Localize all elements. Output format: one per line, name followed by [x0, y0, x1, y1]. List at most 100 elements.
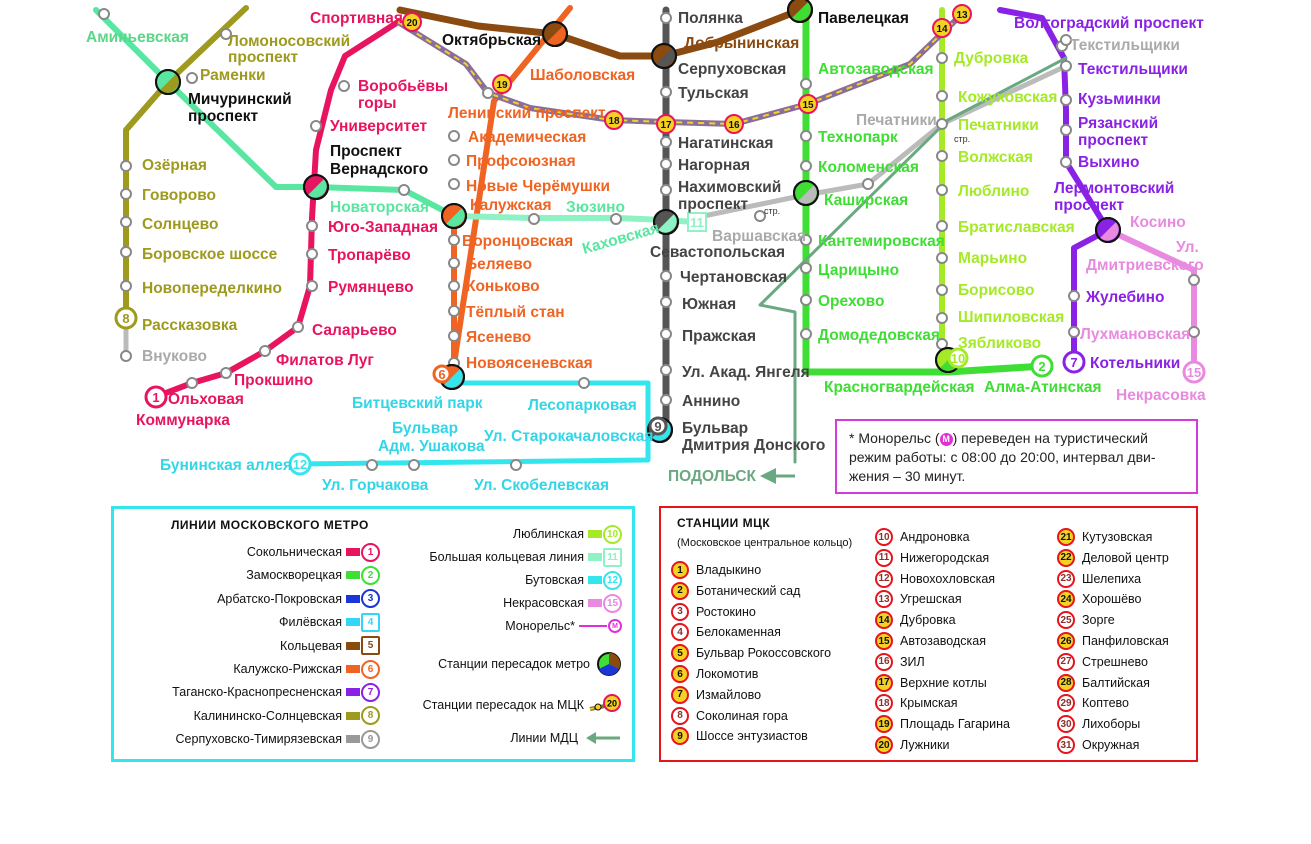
legend-line-name: Большая кольцевая линия — [429, 550, 584, 564]
station-label: Кузьминки — [1078, 91, 1161, 108]
station-label: Боровское шоссе — [142, 246, 278, 263]
legend-mcd-row: Линии МДЦ — [342, 728, 622, 748]
line-badge — [947, 347, 969, 369]
legend-line-name: Таганско-Краснопресненская — [172, 685, 342, 700]
mcc-station-number: 20 — [875, 736, 893, 754]
station-label: Чертановская — [680, 269, 787, 286]
line-badge: 5 — [361, 636, 380, 656]
station-dot — [306, 220, 318, 232]
station-label: проспект — [188, 108, 258, 125]
station-dot — [660, 394, 672, 406]
station-dot — [259, 345, 271, 357]
station-label: проспект — [678, 196, 748, 213]
station-label: Коломенская — [818, 159, 919, 176]
line-swatch — [346, 711, 360, 720]
station-label: Южная — [682, 296, 736, 313]
station-label: Бульвар — [682, 420, 748, 437]
station-label: Коммунарка — [136, 412, 230, 429]
legend-line-name: Некрасовская — [503, 596, 584, 610]
mcc-station-number: 14 — [936, 24, 948, 35]
line-swatch — [346, 548, 360, 556]
transfer-station-ring — [303, 174, 329, 200]
mcc-station-number: 16 — [875, 652, 893, 671]
station-dot — [800, 78, 812, 90]
line-badge-number: 12 — [293, 457, 307, 472]
line-swatch — [346, 688, 360, 697]
station-label: Ленинский проспект — [448, 105, 606, 122]
station-dot — [448, 330, 460, 342]
mcc-station-number: 6 — [671, 665, 689, 683]
station-label: Лермонтовский — [1054, 180, 1174, 197]
station-label: горы — [358, 95, 396, 112]
mcc-station-number: 13 — [875, 590, 893, 609]
station-dot — [310, 120, 322, 132]
legend-transfer-label: Станции пересадок метро — [438, 657, 590, 671]
mcc-station-name: Угрешская — [900, 592, 962, 607]
mcc-stations-legend: СТАНЦИИ МЦК (Московское центральное коль… — [659, 506, 1198, 762]
station-label: Воронцовская — [462, 233, 573, 250]
legend-line-name: Замоскворецкая — [246, 568, 342, 583]
mcc-station-number: 28 — [1057, 673, 1075, 692]
station-dot — [1060, 156, 1072, 168]
station-dot — [800, 130, 812, 142]
mcc-station-name: Андроновка — [900, 530, 970, 544]
legend-mcc-transfer-row: Станции пересадок на МЦК 20 — [342, 694, 622, 715]
line-badge — [1062, 350, 1086, 374]
mcc-station-name: Нижегородская — [900, 550, 990, 565]
station-dot — [660, 184, 672, 196]
mcc-station-number: 18 — [875, 694, 893, 713]
station-label: Юго-Западная — [328, 219, 438, 236]
station-dot — [448, 234, 460, 246]
station-label: Саларьево — [312, 322, 397, 339]
transfer-station-half — [797, 184, 817, 204]
mcc-station-name: Шелепиха — [1082, 571, 1142, 586]
mcc-station-number: 29 — [1057, 694, 1075, 713]
legend-line-name: Калужско-Рижская — [233, 662, 342, 676]
station-dot — [800, 294, 812, 306]
legend-line-name: Арбатско-Покровская — [217, 591, 342, 606]
station-label: Технопарк — [818, 129, 898, 146]
line-badge: 3 — [361, 589, 380, 609]
station-label: Спортивная — [310, 10, 403, 27]
station-label: Нагорная — [678, 157, 750, 174]
monorail-note-text-2: ) переведен на туристический режим работ… — [849, 430, 1156, 484]
legend-line-name: Калининско-Солнцевская — [193, 708, 342, 723]
line-badge-number: 11 — [690, 215, 704, 230]
line-badge — [687, 212, 707, 232]
station-dot — [408, 459, 420, 471]
station-label: Новопеределкино — [142, 280, 282, 297]
transfer-station-ring — [787, 0, 813, 23]
legend-line-name: Монорельс* — [505, 619, 575, 633]
mcc-station-number: 15 — [802, 100, 814, 111]
station-label: Университет — [330, 118, 428, 135]
station-dot — [398, 184, 410, 196]
line-badge-number: 7 — [1070, 355, 1077, 370]
station-dot — [936, 252, 948, 264]
station-label: проспект — [1054, 197, 1124, 214]
metro-line-l12 — [297, 380, 651, 467]
mcc-station-name: Локомотив — [696, 667, 759, 681]
station-dot — [660, 296, 672, 308]
line-badge: 11 — [603, 547, 622, 567]
station-dot — [936, 220, 948, 232]
line-swatch — [346, 641, 360, 650]
station-label: Добрынинская — [684, 35, 799, 52]
mcc-station-name: Ботанический сад — [696, 583, 801, 598]
station-dot — [1060, 94, 1072, 106]
station-label: Беляево — [466, 256, 532, 273]
station-dot — [1060, 34, 1072, 46]
station-label: Зюзино — [566, 199, 625, 216]
mcc-station-badge — [724, 114, 744, 134]
station-label: Новаторская — [330, 199, 429, 216]
line-badge: 1 — [361, 542, 380, 562]
mcc-station-number: 31 — [1057, 736, 1075, 754]
transfer-station-ring — [651, 43, 677, 69]
station-label: Кожуховская — [958, 89, 1057, 106]
station-label: Битцевский парк — [352, 395, 483, 412]
transfer-station-icon — [597, 652, 621, 676]
